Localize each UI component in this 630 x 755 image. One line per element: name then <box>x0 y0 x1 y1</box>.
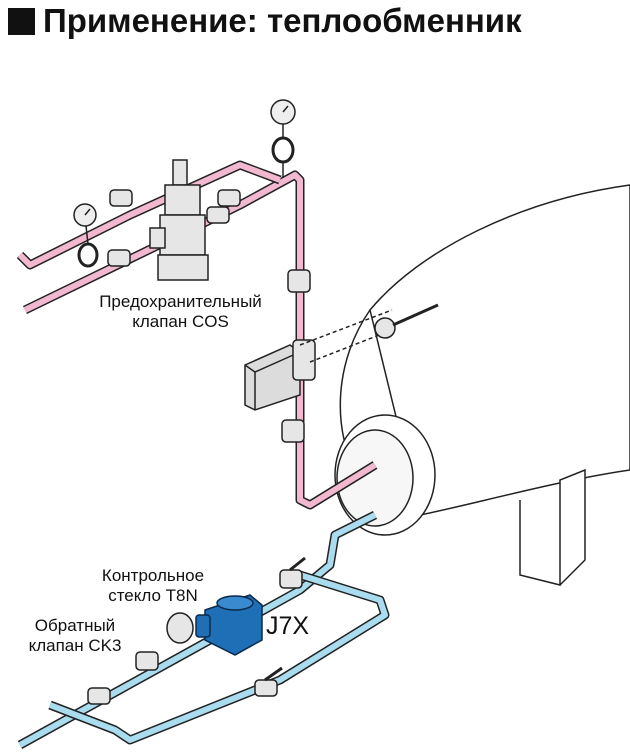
safety-valve-cos <box>149 159 209 281</box>
check-valve-label: Обратный клапан CK3 <box>15 616 135 656</box>
pressure-gauge-left <box>73 203 99 268</box>
ball-valves-steam <box>107 189 311 443</box>
control-actuator <box>244 339 316 411</box>
steam-trap-j7x <box>195 594 263 656</box>
safety-valve-label-line1: Предохранительный <box>99 292 262 311</box>
check-valve-label-line1: Обратный <box>34 616 116 635</box>
condensate-fittings <box>87 556 306 705</box>
title-text: Применение: теплообменник <box>43 2 522 39</box>
sight-glass-label-line1: Контрольное <box>101 566 205 585</box>
condensate-piping <box>17 510 390 749</box>
heat-exchanger-vessel <box>334 184 630 586</box>
sight-glass-label-line2: стекло T8N <box>108 586 198 605</box>
pressure-gauge-top <box>270 99 296 178</box>
safety-valve-label: Предохранительный клапан COS <box>78 292 283 332</box>
page-title: Применение: теплообменник <box>8 2 522 40</box>
check-valve-label-line2: клапан CK3 <box>28 636 122 655</box>
temperature-sensor <box>299 303 439 363</box>
title-bullet-square <box>8 7 35 35</box>
safety-valve-label-line2: клапан COS <box>132 312 229 331</box>
steam-trap-label: J7X <box>266 612 310 640</box>
sight-glass-label: Контрольное стекло T8N <box>78 566 228 606</box>
